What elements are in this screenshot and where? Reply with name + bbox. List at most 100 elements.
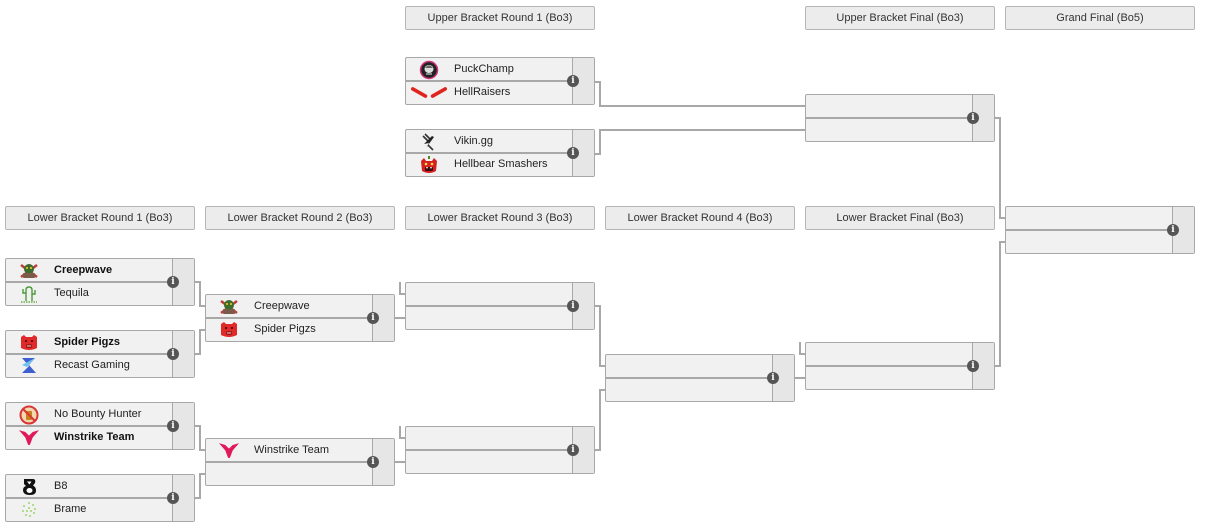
team-slot-empty[interactable] [1006,230,1194,253]
header-lb-round-1: Lower Bracket Round 1 (Bo3) [5,206,195,230]
team-slot-empty[interactable] [406,450,594,473]
team-slot-empty[interactable] [406,427,594,450]
team-slot[interactable]: Spider Pigzs 2 [6,331,194,354]
hellbear-logo-icon [418,155,440,174]
match-lb-round-4[interactable]: i [605,354,795,402]
match-grand-final[interactable]: i [1005,206,1195,254]
team-name: B8 [54,480,68,492]
team-name: Spider Pigzs [254,323,316,335]
team-slot[interactable]: No Bounty Hunter 0 [6,403,194,426]
team-name: Vikin.gg [454,135,493,147]
creepwave-logo-icon [218,297,240,316]
team-name: Winstrike Team [254,444,329,456]
team-name: HellRaisers [454,86,511,98]
match-lb-round-1-1[interactable]: Creepwave 2 Tequila 0 i [5,258,195,306]
match-info-icon[interactable]: i [967,112,979,124]
team-slot-empty[interactable] [406,306,594,329]
creepwave-logo-icon [18,261,40,280]
team-slot-empty[interactable] [606,378,794,401]
match-lb-round-1-4[interactable]: B8 Brame i [5,474,195,522]
team-slot[interactable]: Winstrike Team [206,439,394,462]
team-slot[interactable]: Winstrike Team 2 [6,426,194,449]
team-name: Creepwave [254,300,310,312]
match-info-icon[interactable]: i [367,312,379,324]
match-lb-round-3-2[interactable]: i [405,426,595,474]
slot-divider [406,305,594,307]
team-slot[interactable]: B8 [6,475,194,498]
match-info-icon[interactable]: i [567,147,579,159]
team-slot-empty[interactable] [606,355,794,378]
team-slot-empty[interactable] [806,118,994,141]
team-slot[interactable]: Vikin.gg [406,130,594,153]
team-slot[interactable]: Creepwave [206,295,394,318]
match-info-icon[interactable]: i [567,300,579,312]
match-info-icon[interactable]: i [167,276,179,288]
slot-divider [406,449,594,451]
connector-lb-r1-m1 [195,281,205,307]
slot-divider [806,117,994,119]
connector-lb-r1-m3 [195,425,205,451]
match-info-icon[interactable]: i [167,348,179,360]
puckchamp-logo-icon [418,60,440,79]
team-name: Winstrike Team [54,431,135,443]
team-slot-empty[interactable] [806,95,994,118]
team-slot[interactable]: Hellbear Smashers [406,153,594,176]
connector-ub-r1-m1 [595,81,805,107]
slot-divider [1006,229,1194,231]
slot-divider [6,425,194,427]
team-slot-empty[interactable] [806,366,994,389]
connector-lb-r1-m2 [195,329,205,355]
stub-lb-final [799,342,805,355]
match-info-icon[interactable]: i [167,420,179,432]
connector-lb-r3-m1 [595,305,605,367]
team-slot[interactable]: Recast Gaming 1 [6,354,194,377]
tequila-logo-icon [18,284,40,303]
match-info-icon[interactable]: i [767,372,779,384]
team-slot[interactable]: Brame [6,498,194,521]
match-info-icon[interactable]: i [167,492,179,504]
match-lb-round-2-1[interactable]: Creepwave Spider Pigzs i [205,294,395,342]
stub-lb-r3-m2 [399,426,405,439]
header-lb-round-2: Lower Bracket Round 2 (Bo3) [205,206,395,230]
match-info-icon[interactable]: i [567,444,579,456]
team-name: Creepwave [54,264,113,276]
slot-divider [6,353,194,355]
match-ub-round-1-2[interactable]: Vikin.gg Hellbear Smashers i [405,129,595,177]
slot-divider [6,281,194,283]
header-ub-round-1: Upper Bracket Round 1 (Bo3) [405,6,595,30]
team-name: No Bounty Hunter [54,408,142,420]
match-lb-final[interactable]: i [805,342,995,390]
match-ub-final[interactable]: i [805,94,995,142]
team-slot[interactable]: PuckChamp [406,58,594,81]
connector-ub-r1-m2 [595,129,805,155]
header-ub-final: Upper Bracket Final (Bo3) [805,6,995,30]
team-slot-empty[interactable] [406,283,594,306]
team-slot-empty[interactable] [806,343,994,366]
team-name: PuckChamp [454,63,514,75]
team-slot[interactable]: Creepwave 2 [6,259,194,282]
spider-pigzs-logo-icon [18,333,40,352]
match-lb-round-2-2[interactable]: Winstrike Team i [205,438,395,486]
slot-divider [806,365,994,367]
match-info-icon[interactable]: i [967,360,979,372]
match-info-icon[interactable]: i [1167,224,1179,236]
match-lb-round-3-1[interactable]: i [405,282,595,330]
match-info-icon[interactable]: i [367,456,379,468]
connector-lb-r1-m4 [195,473,205,499]
team-name: Tequila [54,287,89,299]
match-lb-round-1-3[interactable]: No Bounty Hunter 0 Winstrike Team 2 i [5,402,195,450]
b8-logo-icon [18,477,40,496]
recast-logo-icon [18,356,40,375]
header-lb-round-4: Lower Bracket Round 4 (Bo3) [605,206,795,230]
team-slot-empty[interactable] [1006,207,1194,230]
team-slot-empty[interactable] [206,462,394,485]
match-ub-round-1-1[interactable]: PuckChamp HellRaisers i [405,57,595,105]
match-lb-round-1-2[interactable]: Spider Pigzs 2 Recast Gaming 1 i [5,330,195,378]
match-info-icon[interactable]: i [567,75,579,87]
team-slot[interactable]: Spider Pigzs [206,318,394,341]
slot-divider [6,497,194,499]
team-slot[interactable]: Tequila 0 [6,282,194,305]
team-slot[interactable]: HellRaisers [406,81,594,104]
slot-divider [406,80,594,82]
